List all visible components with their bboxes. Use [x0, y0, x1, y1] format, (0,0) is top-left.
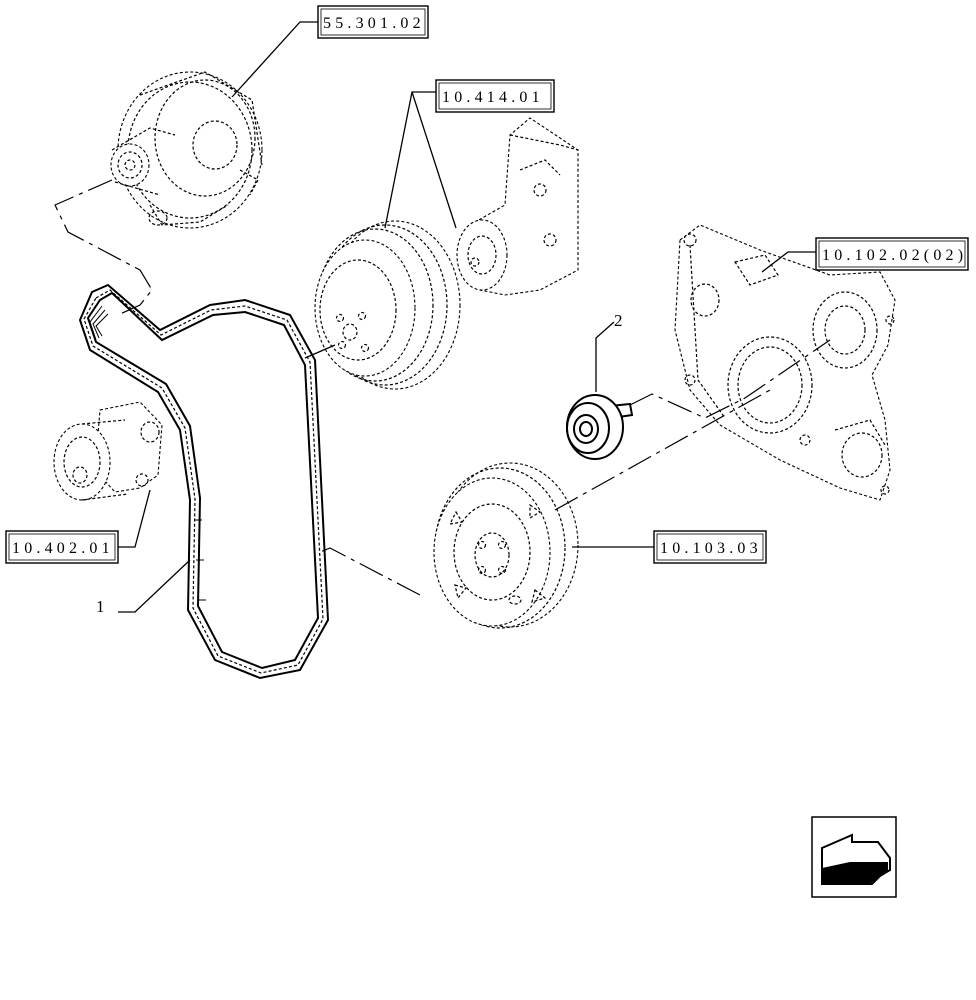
ref-label-alternator: 55.301.02 — [323, 15, 425, 32]
back-arrow-icon[interactable] — [811, 816, 897, 898]
water-pump-leader — [384, 91, 457, 229]
idler-pulley — [566, 394, 634, 460]
ref-label-crank-pulley: 10.103.03 — [660, 540, 762, 557]
ref-box-timing-cover[interactable]: 10.102.02(02) — [815, 237, 969, 271]
water-pump-pulley — [314, 220, 461, 390]
ref-box-crank-pulley[interactable]: 10.103.03 — [653, 530, 767, 564]
tensioner — [53, 401, 163, 501]
belt-callout-leader — [118, 559, 191, 613]
ref-label-timing-cover: 10.102.02(02) — [822, 247, 967, 264]
water-pump-housing — [456, 117, 579, 296]
callout-belt: 1 — [96, 597, 105, 616]
center-lines — [54, 179, 831, 596]
poly-v-belt — [78, 283, 330, 680]
tensioner-leader — [118, 489, 151, 548]
alternator-leader — [231, 21, 320, 98]
ref-box-water-pump[interactable]: 10.414.01 — [435, 79, 555, 113]
timing-cover-leader — [761, 251, 818, 273]
callout-idler: 2 — [614, 311, 623, 330]
ref-box-tensioner[interactable]: 10.402.01 — [5, 530, 119, 564]
belt-pulley-leader — [304, 344, 336, 359]
idler-callout-leader — [595, 321, 615, 392]
ref-label-water-pump: 10.414.01 — [442, 89, 544, 106]
ref-box-alternator[interactable]: 55.301.02 — [317, 5, 429, 39]
crankshaft-pulley — [433, 462, 579, 629]
ref-label-tensioner: 10.402.01 — [12, 540, 114, 557]
timing-cover — [674, 224, 896, 501]
alternator — [110, 71, 263, 229]
